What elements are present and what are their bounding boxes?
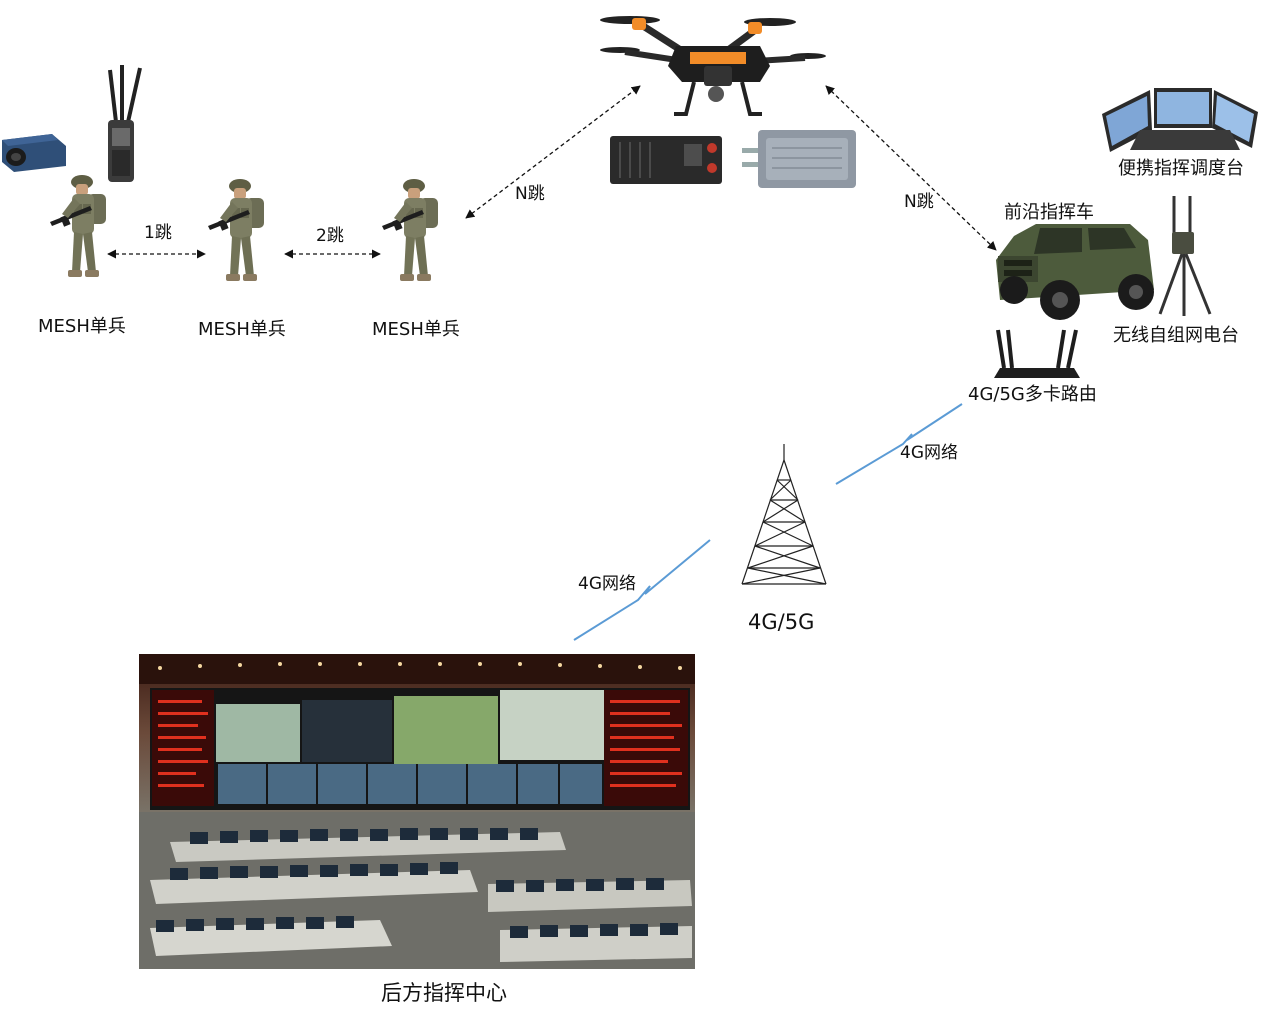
label-forward-vehicle: 前沿指挥车 bbox=[1004, 202, 1094, 223]
mesh-radio-tripod-icon bbox=[1158, 196, 1212, 316]
router-icon bbox=[994, 329, 1080, 378]
label-rear-center: 后方指挥中心 bbox=[381, 981, 507, 1005]
label-net-right: 4G网络 bbox=[900, 443, 958, 463]
link-4g-right bbox=[835, 403, 963, 485]
radio-module-black-icon bbox=[610, 136, 722, 184]
label-hop-n-left: N跳 bbox=[515, 184, 545, 204]
cell-tower-icon bbox=[741, 444, 827, 585]
handset-radio-icon bbox=[108, 65, 142, 182]
command-vehicle-icon bbox=[996, 224, 1154, 320]
drone-icon bbox=[600, 16, 826, 116]
command-center-photo bbox=[139, 654, 695, 969]
label-portable-console: 便携指挥调度台 bbox=[1118, 158, 1244, 179]
soldier-3-icon bbox=[382, 179, 438, 281]
label-hop-n-right: N跳 bbox=[904, 192, 934, 212]
soldier-2-icon bbox=[208, 179, 264, 281]
label-soldier-1: MESH单兵 bbox=[38, 316, 126, 337]
radio-module-silver-icon bbox=[742, 130, 856, 188]
portable-console-icon bbox=[1102, 88, 1258, 152]
label-mesh-radio: 无线自组网电台 bbox=[1113, 325, 1239, 346]
label-tower: 4G/5G bbox=[748, 610, 815, 634]
terminal-box-icon bbox=[2, 134, 66, 172]
link-hop-n-right bbox=[825, 85, 997, 251]
label-router: 4G/5G多卡路由 bbox=[968, 384, 1097, 405]
label-soldier-2: MESH单兵 bbox=[198, 319, 286, 340]
label-net-left: 4G网络 bbox=[578, 574, 636, 594]
link-hop-n-left bbox=[465, 85, 641, 219]
link-4g-left bbox=[573, 539, 711, 641]
label-hop-1: 1跳 bbox=[144, 223, 172, 243]
label-hop-2: 2跳 bbox=[316, 226, 344, 246]
label-soldier-3: MESH单兵 bbox=[372, 319, 460, 340]
soldier-1-icon bbox=[50, 175, 106, 277]
